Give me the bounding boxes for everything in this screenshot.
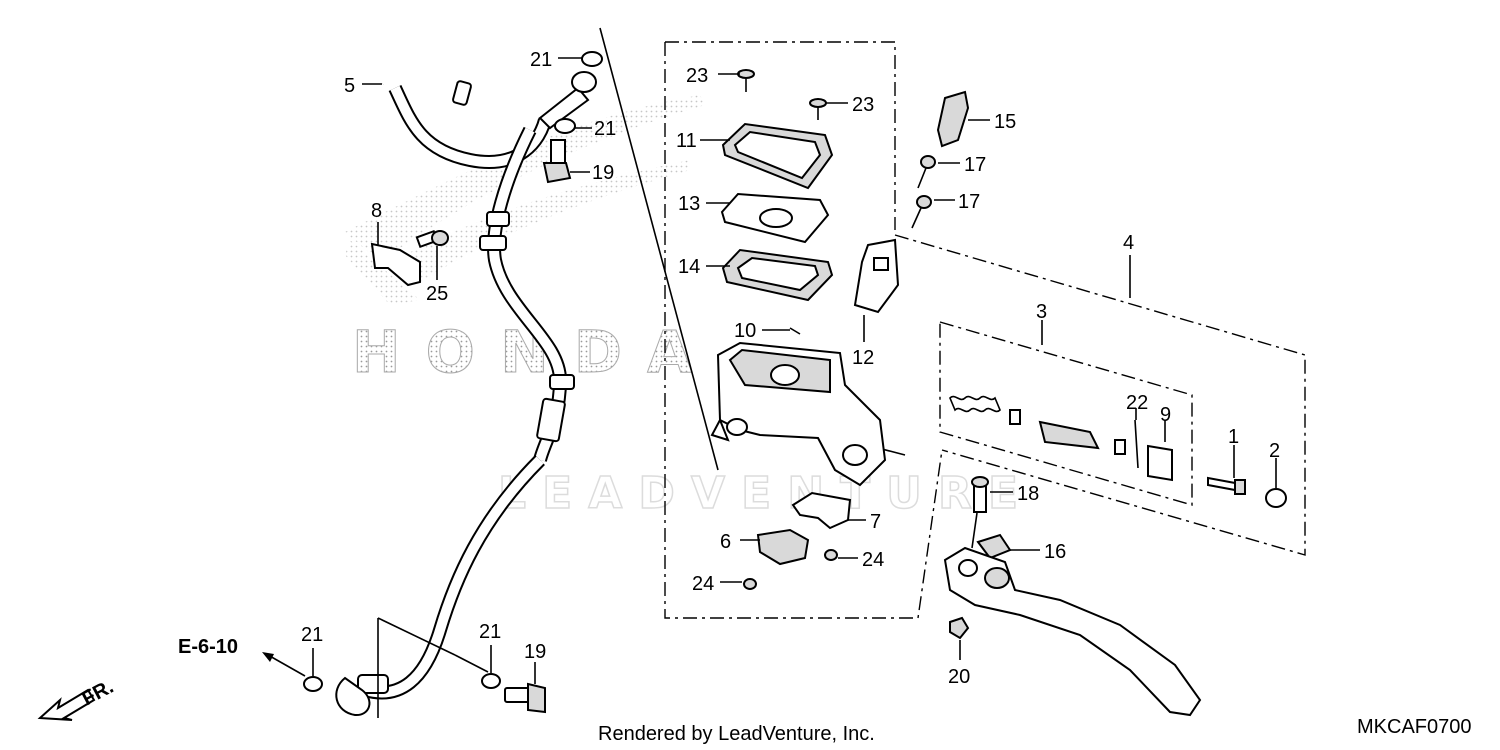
callout-21: 21: [301, 624, 323, 646]
callout-17: 17: [958, 191, 980, 213]
sealing-washer-21c: [303, 676, 323, 692]
honda-wing-watermark: [345, 95, 705, 305]
callout-10: 10: [734, 320, 756, 342]
callout-15: 15: [994, 111, 1016, 133]
callout-24: 24: [692, 573, 714, 595]
mirror-mount-cap-15: [936, 90, 970, 148]
bolt-25: [415, 229, 449, 249]
cap-2: [1265, 488, 1287, 508]
push-rod-boot-9: [1147, 444, 1173, 482]
sealing-washer-21b: [554, 118, 576, 134]
callout-11: 11: [676, 130, 697, 152]
leader-lines: [267, 57, 1277, 718]
assembly-3-outline: [939, 321, 1193, 506]
pivot-bolt-1: [1207, 476, 1236, 492]
callout-7: 7: [870, 511, 881, 533]
callout-21: 21: [594, 118, 616, 140]
callout-3: 3: [1036, 301, 1047, 323]
banjo-bolt-19-lower: [504, 682, 546, 714]
diagram-code: MKCAF0700: [1357, 716, 1472, 738]
leadventure-watermark-text: LEADVENTURE: [498, 468, 1018, 519]
banjo-bolt-19-upper: [542, 139, 572, 184]
screw-23a: [737, 69, 755, 92]
callout-1: 1: [1228, 426, 1239, 448]
callout-23: 23: [852, 94, 874, 116]
callout-5: 5: [344, 75, 355, 97]
callout-23: 23: [686, 65, 708, 87]
master-cylinder-group-outline: [665, 41, 896, 230]
front-direction-arrow-icon: [37, 688, 96, 721]
callout-14: 14: [678, 256, 700, 278]
sealing-washer-21a: [581, 51, 603, 67]
hose-clamp-8: [370, 242, 421, 287]
callout-21: 21: [479, 621, 501, 643]
callout-19: 19: [524, 641, 546, 663]
clutch-switch-6: [756, 528, 810, 566]
assembly-4-outline: [894, 234, 1306, 556]
callout-21: 21: [530, 49, 552, 71]
callout-6: 6: [720, 531, 731, 553]
callout-13: 13: [678, 193, 700, 215]
lever-nut-20: [949, 616, 970, 640]
callout-2: 2: [1269, 440, 1280, 462]
switch-bracket-7: [791, 491, 852, 530]
handlebar-holder-12: [853, 238, 900, 314]
callout-24: 24: [862, 549, 884, 571]
callout-4: 4: [1123, 232, 1134, 254]
holder-bolt-17b: [911, 195, 932, 229]
screw-24b: [743, 578, 757, 590]
return-spring: [949, 395, 1001, 413]
callout-22: 22: [1126, 392, 1148, 414]
callout-17: 17: [964, 154, 986, 176]
holder-bolt-17a: [917, 155, 936, 189]
callout-9: 9: [1160, 404, 1171, 426]
circlip-22: [1134, 419, 1139, 469]
pin-10: [789, 327, 801, 335]
clutch-hose: [335, 72, 584, 717]
callout-labels: 21 5 21 19 8 25 23 23 11 13 14 10 12 15 …: [301, 49, 1280, 688]
spring-seat: [1009, 409, 1021, 425]
callout-18: 18: [1017, 483, 1039, 505]
screw-24a: [824, 549, 838, 561]
footer-credit: Rendered by LeadVenture, Inc.: [598, 723, 875, 745]
reference-label: E-6-10: [178, 636, 238, 658]
honda-watermark-text: HONDA: [352, 318, 692, 386]
callout-20: 20: [948, 666, 970, 688]
banjo-fitting-upper: [571, 71, 597, 93]
piston: [1038, 420, 1100, 450]
callout-25: 25: [426, 283, 448, 305]
screw-23b: [809, 98, 827, 120]
clutch-lever: [943, 546, 1202, 717]
sealing-washer-21d: [481, 673, 501, 689]
callout-12: 12: [852, 347, 874, 369]
callout-8: 8: [371, 200, 382, 222]
callout-16: 16: [1044, 541, 1066, 563]
callout-19: 19: [592, 162, 614, 184]
reference-arrow-icon: [262, 652, 274, 662]
